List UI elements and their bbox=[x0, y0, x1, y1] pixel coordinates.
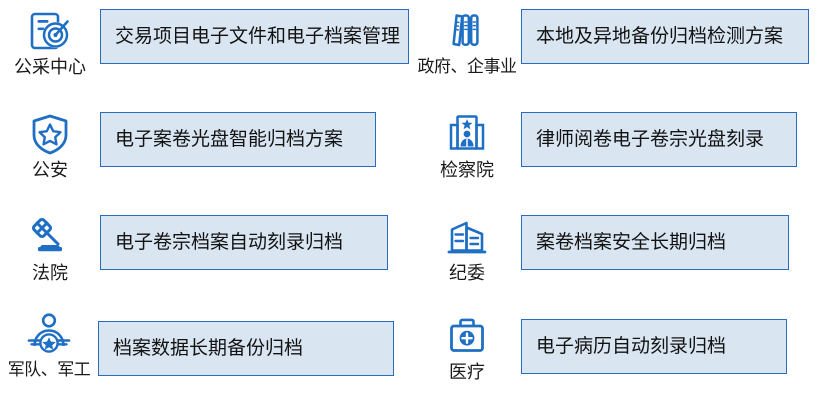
solution-box[interactable]: 交易项目电子文件和电子档案管理 bbox=[100, 9, 410, 64]
sector-label: 医疗 bbox=[449, 362, 485, 382]
solution-text: 本地及异地备份归档检测方案 bbox=[536, 25, 784, 47]
solution-text: 案卷档案安全长期归档 bbox=[536, 231, 727, 253]
solution-text: 律师阅卷电子卷宗光盘刻录 bbox=[536, 128, 765, 150]
solution-row: 公安 电子案卷光盘智能归档方案 bbox=[0, 103, 412, 205]
solution-box[interactable]: 档案数据长期备份归档 bbox=[98, 321, 394, 376]
solution-slot: 交易项目电子文件和电子档案管理 bbox=[100, 0, 421, 64]
books-binders-icon bbox=[444, 8, 490, 54]
solution-box[interactable]: 电子卷宗档案自动刻录归档 bbox=[100, 215, 388, 270]
solution-row: 政府、企事业 本地及异地备份归档检测方案 bbox=[413, 0, 825, 102]
solution-row: 检察院 律师阅卷电子卷宗光盘刻录 bbox=[413, 103, 825, 205]
solution-box[interactable]: 电子病历自动刻录归档 bbox=[521, 319, 787, 374]
solution-box[interactable]: 案卷档案安全长期归档 bbox=[521, 215, 789, 270]
sector-label: 纪委 bbox=[449, 263, 485, 283]
solution-row: 纪委 案卷档案安全长期归档 bbox=[413, 206, 825, 308]
sector-military: 军队、军工 bbox=[0, 307, 98, 381]
sector-procuratorate: 检察院 bbox=[413, 103, 521, 181]
solution-row: 公采中心 交易项目电子文件和电子档案管理 bbox=[0, 0, 412, 102]
solution-text: 电子病历自动刻录归档 bbox=[536, 335, 727, 357]
solution-text: 电子案卷光盘智能归档方案 bbox=[115, 128, 344, 150]
medical-kit-icon bbox=[444, 313, 490, 359]
right-column: 政府、企事业 本地及异地备份归档检测方案 bbox=[413, 0, 825, 408]
office-building-icon bbox=[444, 214, 490, 260]
solution-slot: 电子卷宗档案自动刻录归档 bbox=[100, 206, 412, 270]
solution-box[interactable]: 电子案卷光盘智能归档方案 bbox=[100, 112, 376, 167]
solution-slot: 案卷档案安全长期归档 bbox=[521, 206, 825, 270]
solution-box[interactable]: 本地及异地备份归档检测方案 bbox=[521, 9, 809, 64]
solution-slot: 档案数据长期备份归档 bbox=[98, 307, 412, 376]
solution-slot: 本地及异地备份归档检测方案 bbox=[521, 0, 825, 64]
sector-label: 政府、企事业 bbox=[417, 57, 518, 76]
solution-text: 档案数据长期备份归档 bbox=[113, 337, 304, 359]
solution-slot: 电子案卷光盘智能归档方案 bbox=[100, 103, 412, 167]
solution-row: 军队、军工 档案数据长期备份归档 bbox=[0, 307, 412, 409]
sector-label: 军队、军工 bbox=[7, 360, 91, 379]
solution-slot: 电子病历自动刻录归档 bbox=[521, 307, 825, 374]
document-target-icon bbox=[27, 8, 73, 54]
courthouse-person-icon bbox=[444, 111, 490, 157]
sector-court: 法院 bbox=[0, 206, 100, 284]
sector-government-enterprise: 政府、企事业 bbox=[413, 0, 521, 78]
sector-label: 公采中心 bbox=[14, 57, 86, 77]
sector-label: 检察院 bbox=[440, 160, 494, 180]
sector-healthcare: 医疗 bbox=[413, 307, 521, 383]
shield-star-icon bbox=[27, 111, 73, 157]
solution-slot: 律师阅卷电子卷宗光盘刻录 bbox=[521, 103, 825, 167]
sector-public-security: 公安 bbox=[0, 103, 100, 181]
sector-label: 法院 bbox=[32, 263, 68, 283]
sector-label: 公安 bbox=[32, 160, 68, 180]
solution-box[interactable]: 律师阅卷电子卷宗光盘刻录 bbox=[521, 112, 797, 167]
sector-public-procurement: 公采中心 bbox=[0, 0, 100, 78]
gavel-icon bbox=[27, 214, 73, 260]
solution-text: 电子卷宗档案自动刻录归档 bbox=[115, 231, 344, 253]
left-column: 公采中心 交易项目电子文件和电子档案管理 公安 bbox=[0, 0, 412, 408]
sector-discipline-commission: 纪委 bbox=[413, 206, 521, 284]
military-wings-star-icon bbox=[26, 311, 72, 357]
solution-text: 交易项目电子文件和电子档案管理 bbox=[115, 25, 401, 47]
solution-row: 法院 电子卷宗档案自动刻录归档 bbox=[0, 206, 412, 308]
solution-row: 医疗 电子病历自动刻录归档 bbox=[413, 307, 825, 409]
